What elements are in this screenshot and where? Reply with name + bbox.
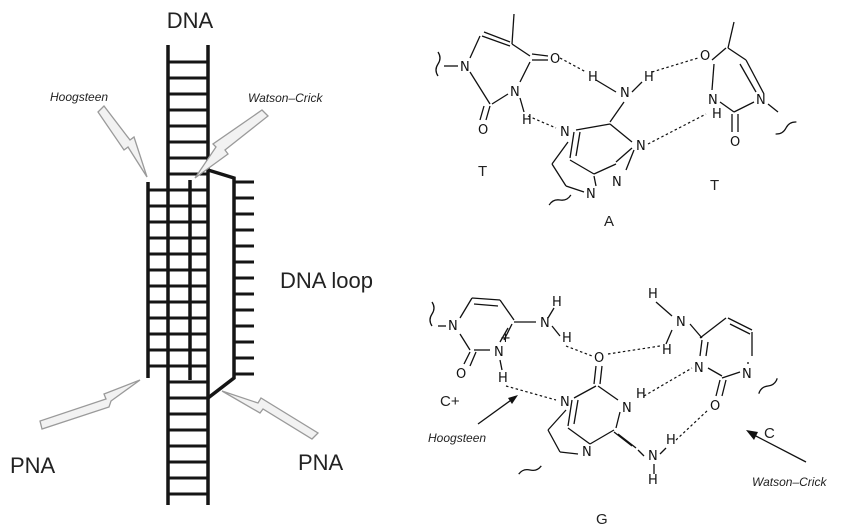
pna-right-label: PNA: [298, 450, 344, 475]
pna-left-label: PNA: [10, 453, 56, 478]
cgc-hbond-1: [565, 345, 593, 357]
svg-text:N: N: [460, 60, 470, 75]
svg-text:H: H: [666, 433, 676, 448]
hoogsteen-arrow: [97, 105, 148, 178]
svg-text:N: N: [540, 316, 550, 331]
tat-base-left: T: [478, 163, 487, 180]
svg-text:O: O: [700, 49, 710, 64]
svg-text:O: O: [478, 123, 488, 138]
cgc-watson-crick-label: Watson–Crick: [752, 475, 827, 489]
tat-triplet: N O N O H H N H N N N N: [435, 13, 797, 230]
cytosine-charge: +: [500, 331, 511, 346]
dna-label: DNA: [167, 8, 214, 33]
svg-text:N: N: [622, 401, 632, 416]
cgc-hbond-2: [505, 385, 557, 401]
svg-text:H: H: [588, 70, 598, 85]
cgc-hbond-5: [675, 409, 709, 441]
svg-text:N: N: [560, 395, 570, 410]
tat-base-right: T: [710, 177, 719, 194]
svg-text:N: N: [560, 125, 570, 140]
tat-backbone-right: [775, 121, 797, 135]
cgc-watson-crick-pointer-head: [746, 430, 758, 440]
svg-text:H: H: [552, 295, 562, 310]
svg-text:H: H: [562, 331, 572, 346]
svg-text:O: O: [710, 399, 720, 414]
pna-right-arrow: [221, 390, 320, 440]
svg-text:O: O: [594, 351, 604, 366]
thymine-right: O N H O N: [700, 21, 779, 150]
svg-text:O: O: [456, 367, 466, 382]
cgc-hoogsteen-pointer-head: [508, 395, 518, 404]
adenine-center: H N H N N N N: [551, 70, 654, 202]
svg-text:N: N: [636, 139, 646, 154]
svg-text:H: H: [648, 473, 658, 488]
thymine-left: N O N O H: [444, 13, 560, 138]
svg-text:H: H: [636, 387, 646, 402]
svg-text:N: N: [448, 319, 458, 334]
svg-text:N: N: [620, 86, 630, 101]
svg-text:N: N: [510, 85, 520, 100]
svg-text:N: N: [494, 345, 504, 360]
cgc-triplet: N N + O H N H H O: [428, 287, 827, 528]
guanine-center: O N H N N N H H: [547, 351, 676, 488]
svg-text:N: N: [586, 187, 596, 202]
hoogsteen-label: Hoogsteen: [50, 90, 108, 104]
cgc-hoogsteen-pointer: [477, 397, 515, 425]
cgc-base-right: C: [764, 425, 775, 442]
svg-text:N: N: [756, 93, 766, 108]
dna-rungs: [168, 60, 208, 496]
tat-hbond-2: [527, 115, 557, 129]
svg-text:O: O: [550, 52, 560, 67]
svg-text:N: N: [612, 175, 622, 190]
svg-text:N: N: [694, 361, 704, 376]
tat-hbond-4: [647, 113, 707, 145]
cgc-hoogsteen-label: Hoogsteen: [428, 431, 486, 445]
cgc-hbond-3: [607, 345, 661, 355]
dna-loop-strand: [206, 168, 236, 400]
cgc-backbone-center: [518, 465, 542, 475]
svg-text:H: H: [712, 107, 722, 122]
cgc-backbone-left: [429, 301, 435, 327]
svg-text:H: H: [498, 371, 508, 386]
tat-hbond-3: [651, 57, 699, 73]
svg-text:N: N: [582, 445, 592, 460]
dna-loop-label: DNA loop: [280, 268, 373, 293]
cgc-base-center: G: [596, 511, 608, 528]
cgc-hbond-4: [643, 367, 693, 397]
pna-left-arrow: [39, 379, 141, 430]
svg-text:N: N: [708, 93, 718, 108]
tat-backbone-center: [548, 194, 572, 206]
cgc-backbone-right: [758, 378, 778, 394]
cytosine-protonated: N N + O H N H H: [438, 295, 572, 386]
tat-backbone-left: [435, 51, 441, 77]
watson-crick-label: Watson–Crick: [248, 91, 323, 105]
svg-text:H: H: [662, 343, 672, 358]
svg-text:N: N: [676, 315, 686, 330]
svg-text:H: H: [522, 113, 532, 128]
cgc-base-left: C+: [440, 393, 460, 410]
cgc-watson-crick-pointer: [751, 433, 807, 463]
cytosine-right: H N H N N O: [648, 287, 753, 414]
svg-text:N: N: [648, 449, 658, 464]
svg-text:N: N: [742, 367, 752, 382]
pna-hoogsteen-rungs: [148, 188, 168, 368]
svg-text:H: H: [648, 287, 658, 302]
dna-loop-rungs: [234, 180, 254, 376]
svg-text:O: O: [730, 135, 740, 150]
tat-hbond-1: [559, 57, 587, 73]
dna-pna-ladder: DNA Hoogsteen Watson–Crick DNA loop PNA …: [10, 8, 373, 505]
svg-text:H: H: [644, 70, 654, 85]
watson-crick-arrow: [194, 109, 269, 179]
tat-base-center: A: [604, 213, 614, 230]
